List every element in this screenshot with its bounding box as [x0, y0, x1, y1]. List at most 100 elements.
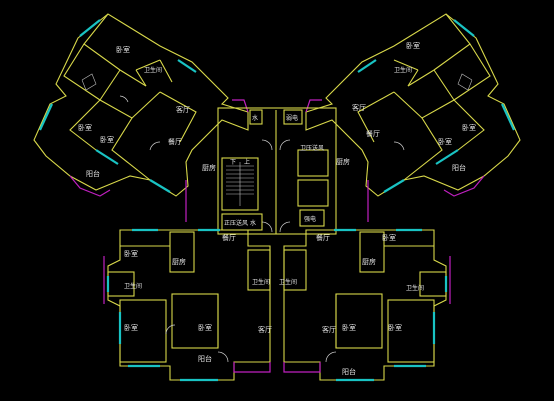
- ne-window-4: [435, 149, 459, 165]
- label-se-bath: 卫生间: [406, 284, 424, 292]
- label-sw-dining: 餐厅: [222, 233, 236, 242]
- ne-outline: [305, 13, 521, 197]
- label-ne-balcony: 阳台: [452, 163, 466, 172]
- core-door-arc-1: [261, 139, 273, 151]
- ne-wall-f: [407, 69, 419, 87]
- core-weak-power-room: [283, 109, 303, 125]
- ne-window-5: [383, 179, 405, 193]
- label-nw-living: 客厅: [176, 105, 190, 114]
- nw-window-2: [39, 103, 53, 131]
- sw-door-arc-1: [217, 351, 229, 363]
- room-labels: 卧室 卫生间 客厅 卧室 卧室 餐厅 厨房 阳台 卧室 卫生间 客厅 餐厅 卧室…: [78, 41, 476, 376]
- core-door-arc-4: [279, 221, 291, 233]
- label-nw-bedroom-mid: 卧室: [100, 135, 114, 144]
- southwest-unit: [103, 228, 271, 382]
- label-core-strong-power: 强电: [304, 215, 316, 223]
- ne-window-1: [453, 19, 475, 37]
- se-center-bath: [283, 249, 307, 291]
- core-door-arc-2: [279, 139, 291, 151]
- nw-door-arc-1: [149, 141, 161, 151]
- nw-outline: [33, 13, 249, 197]
- nw-inner-walls: [83, 13, 147, 87]
- ne-wall-c: [403, 117, 443, 181]
- label-ne-kitchen: 厨房: [336, 157, 350, 166]
- label-se-balcony: 阳台: [342, 367, 356, 376]
- label-ne-bedroom-mid: 卧室: [438, 137, 452, 146]
- label-ne-bedroom-top: 卧室: [406, 41, 420, 50]
- se-kitchen: [359, 231, 385, 273]
- core-elevator-2: [297, 179, 329, 207]
- label-core-water2: 水: [250, 219, 256, 227]
- nw-wall-g: [135, 59, 161, 71]
- ne-wall-d: [357, 91, 395, 143]
- nw-wall-f: [135, 69, 147, 87]
- label-ne-bedroom-right: 卧室: [462, 123, 476, 132]
- label-se-bedroom-br: 卧室: [388, 323, 402, 332]
- core-elevator-1: [297, 149, 329, 177]
- label-se-bedroom-top: 卧室: [382, 233, 396, 242]
- label-se-bedroom-bm: 卧室: [342, 323, 356, 332]
- core-stair-treads: [226, 162, 254, 206]
- label-ne-dining: 餐厅: [366, 129, 380, 138]
- core-outline: [217, 107, 337, 235]
- label-ne-bath: 卫生间: [394, 66, 412, 74]
- label-core-fire-corridor: 卫压送风: [300, 144, 324, 152]
- label-sw-bedroom-bl: 卧室: [124, 323, 138, 332]
- label-nw-bedroom-top: 卧室: [116, 45, 130, 54]
- label-ne-living: 客厅: [352, 103, 366, 112]
- nw-window-5: [149, 179, 171, 193]
- core-door-arc-3: [261, 221, 273, 233]
- nw-window-3: [177, 59, 197, 73]
- label-core-fire-corridor2: 正压送风: [224, 219, 248, 227]
- label-sw-bedroom-top: 卧室: [124, 249, 138, 258]
- nw-window-1: [79, 19, 101, 37]
- label-nw-kitchen: 厨房: [202, 163, 216, 172]
- ne-wall-g: [393, 59, 419, 71]
- northeast-wing: [305, 13, 521, 197]
- label-center-bath-right: 卫生间: [279, 278, 297, 286]
- nw-wall-e: [69, 99, 101, 151]
- label-nw-bath: 卫生间: [144, 66, 162, 74]
- label-sw-bath: 卫生间: [124, 282, 142, 290]
- ne-wall-a: [453, 43, 491, 101]
- ne-wall-e: [453, 99, 485, 151]
- label-core-shaft-left: 水: [252, 114, 258, 122]
- label-se-living: 客厅: [322, 325, 336, 334]
- nw-door-arc-2: [119, 95, 129, 103]
- label-sw-bedroom-bm: 卧室: [198, 323, 212, 332]
- core-stair: [221, 157, 259, 211]
- se-balcony: [283, 362, 321, 373]
- southeast-unit: [283, 228, 451, 382]
- label-se-kitchen: 厨房: [362, 257, 376, 266]
- ne-balcony-rail: [443, 175, 485, 197]
- label-center-bath-left: 卫生间: [252, 278, 270, 286]
- sw-door-arc-2: [165, 324, 176, 335]
- nw-wall-b: [99, 69, 161, 119]
- sw-center-bath: [247, 249, 271, 291]
- nw-stair-steps: [81, 73, 97, 91]
- label-se-dining: 餐厅: [316, 233, 330, 242]
- ne-window-3: [357, 59, 377, 73]
- label-core-up: 上: [244, 158, 250, 166]
- label-sw-kitchen: 厨房: [172, 257, 186, 266]
- nw-wall-c: [111, 117, 151, 181]
- sw-balcony: [233, 362, 271, 373]
- label-core-down: 下: [230, 159, 236, 166]
- ne-inner-walls: [407, 13, 471, 87]
- central-core: [185, 107, 369, 235]
- label-sw-living: 客厅: [258, 325, 272, 334]
- label-sw-balcony: 阳台: [198, 354, 212, 363]
- nw-wall-d: [159, 91, 197, 143]
- ne-wall-b: [393, 69, 455, 119]
- northwest-wing: [33, 13, 249, 197]
- label-core-weak-power: 弱电: [286, 114, 298, 122]
- nw-wall-a: [63, 43, 101, 101]
- nw-window-4: [95, 149, 119, 165]
- sw-kitchen: [169, 231, 195, 273]
- label-nw-dining: 餐厅: [168, 137, 182, 146]
- nw-balcony-rail: [69, 175, 111, 197]
- core-shaft-left: [249, 109, 263, 125]
- label-nw-balcony: 阳台: [86, 169, 100, 178]
